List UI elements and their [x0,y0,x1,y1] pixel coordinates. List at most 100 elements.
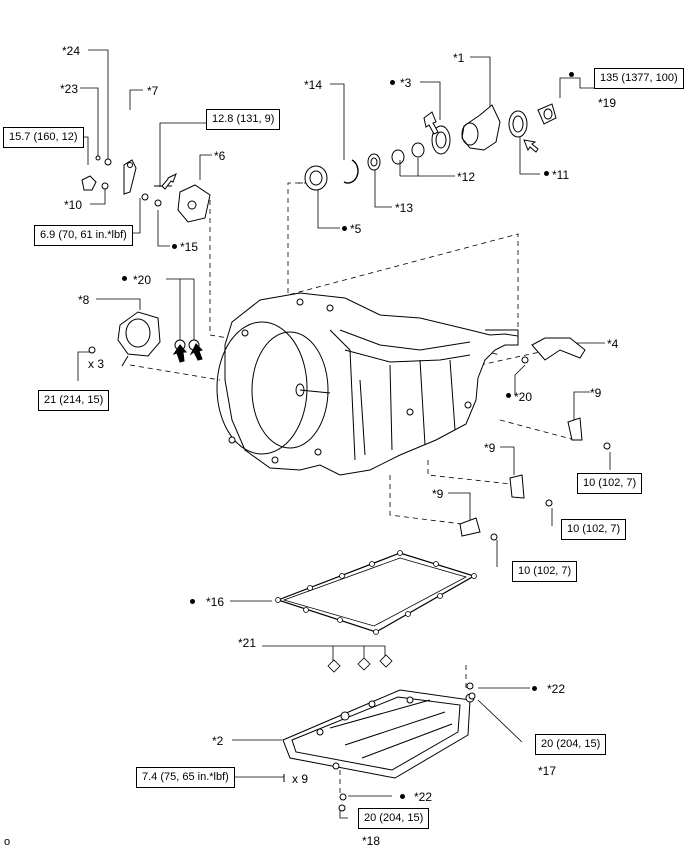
label-part-20b: *20 [514,390,533,404]
torque-box-9b: 10 (102, 7) [561,519,627,540]
label-part-12: *12 [457,170,476,184]
torque-dot [172,244,177,249]
leader-9a [573,391,590,420]
label-part-16: *16 [206,595,225,609]
torque-box-8: 21 (214, 15) [38,390,110,411]
label-part-4: *4 [607,337,619,351]
dash-9c [389,475,471,526]
part-12-ring-a [391,149,405,165]
leader-11 [519,135,540,175]
part-7-lever [123,159,137,195]
leader-20c [339,808,348,819]
leader-21t [77,351,92,381]
part-1-flange [461,104,501,151]
label-part-3: *3 [400,76,412,90]
label-part-24: *24 [62,44,81,58]
part-11-seal [508,110,528,138]
label-part-18: *18 [362,834,381,848]
leader-24 [88,49,109,160]
torque-dot [400,794,405,799]
label-part-22b: *22 [414,790,433,804]
dash-9a [499,419,576,441]
torque-box-9a: 10 (102, 7) [577,473,643,494]
label-part-8: *8 [78,293,90,307]
torque-box-17: 20 (204, 15) [535,734,607,755]
torque-dot [122,276,127,281]
leader-12 [417,158,455,177]
label-part-11: *11 [552,168,570,182]
part-8-cooler [117,311,161,357]
leader-3 [420,81,441,120]
label-part-20a: *20 [133,273,152,287]
label-part-19: *19 [598,96,617,110]
torque-box-6: 12.8 (131, 9) [206,109,281,130]
part-24 [104,158,112,166]
label-part-15: *15 [180,240,199,254]
part-4-union [531,337,586,361]
torque-dot [342,226,347,231]
part-12-ring-b [411,142,425,158]
torque-box-18: 20 (204, 15) [358,808,430,829]
leader-20a [166,278,195,340]
oil-pan-gasket [276,552,476,633]
label-part-9c: *9 [432,487,444,501]
label-part-17: *17 [538,764,557,778]
label-part-9a: *9 [590,386,602,400]
torque-dot [390,80,395,85]
label-part-21: *21 [238,636,257,650]
leader-10 [90,188,106,205]
torque-dot [532,686,537,691]
leader-7 [129,89,143,110]
label-part-23: *23 [60,82,79,96]
leader-9b [500,446,515,475]
oil-pan [282,689,475,779]
leader-8 [96,298,141,310]
label-part-5: *5 [350,222,362,236]
part-5-seal [304,165,328,191]
torque-box-19: 135 (1377, 100) [594,68,684,89]
leader-15 [157,210,170,247]
dash-9b [427,460,521,486]
dash-4 [479,351,541,366]
label-part-9b: *9 [484,441,496,455]
torque-dot [569,72,574,77]
torque-box-9c: 10 (102, 7) [512,561,578,582]
transmission-case [216,292,519,476]
quantity-x9: x 9 [292,772,309,786]
leader-1 [470,56,491,107]
torque-box-7: 6.9 (70, 61 in.*lbf) [34,225,133,246]
torque-dot [506,393,511,398]
label-part-6: *6 [214,149,226,163]
leader-19 [559,77,596,98]
part-9c-bracket [459,517,481,537]
part-19-nut [537,103,557,125]
label-part-14: *14 [304,78,323,92]
leader-21 [262,645,386,660]
torque-dot [544,171,549,176]
part-13-ring [367,153,381,171]
label-part-10: *10 [64,198,83,212]
label-part-1: *1 [453,51,465,65]
quantity-x3: x 3 [88,357,105,371]
figure-id: o [4,836,11,848]
label-part-22a: *22 [547,682,566,696]
part-9b-bracket [509,474,525,499]
leader-13 [374,168,392,208]
torque-dot [190,599,195,604]
dash-8 [129,364,221,381]
part-14-snapring [343,159,359,184]
label-part-2: *2 [212,734,224,748]
leader-6 [199,154,212,180]
leader-23 [80,87,99,158]
label-part-13: *13 [395,201,414,215]
leader-17 [477,699,523,743]
label-part-7: *7 [147,84,159,98]
part-10-nut [81,175,97,191]
leader-128 [159,122,208,187]
torque-box-10: 15.7 (160, 12) [3,127,84,148]
leader-20b [514,364,526,395]
part-23 [95,155,101,161]
leader-5 [317,186,340,229]
